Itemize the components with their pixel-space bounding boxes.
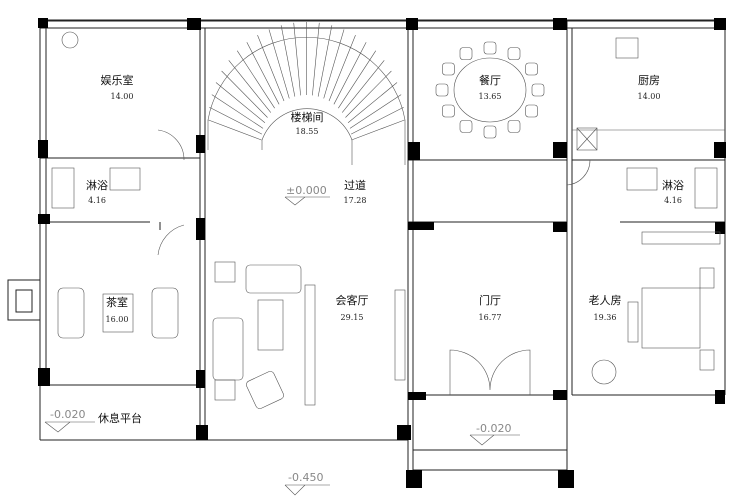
dining-chair bbox=[531, 83, 545, 97]
stair-tread bbox=[350, 106, 404, 135]
stair-tread bbox=[349, 94, 402, 129]
stair-tread bbox=[215, 82, 266, 124]
stair-tread bbox=[211, 94, 264, 129]
room-name-tea: 茶室 bbox=[106, 295, 128, 309]
room-area-tea: 16.00 bbox=[106, 315, 129, 324]
stair-tread bbox=[268, 29, 290, 99]
elevation-main: ±0.000 bbox=[286, 184, 327, 197]
room-area-foyer: 16.77 bbox=[479, 313, 502, 322]
stair-tread bbox=[338, 50, 377, 109]
stair-tread bbox=[341, 60, 385, 113]
room-area-corridor: 17.28 bbox=[344, 196, 367, 205]
columns bbox=[38, 18, 726, 488]
room-area-bath-right: 4.16 bbox=[664, 196, 682, 205]
stair-tread bbox=[246, 42, 280, 105]
stair-tread bbox=[333, 42, 367, 105]
stair-tread bbox=[317, 25, 333, 97]
room-name-terrace: 休息平台 bbox=[98, 411, 142, 425]
stair-tread bbox=[208, 119, 262, 141]
room-name-foyer: 门厅 bbox=[479, 293, 501, 307]
stair-tread bbox=[209, 106, 263, 135]
room-name-living: 会客厅 bbox=[336, 293, 369, 307]
stair-tread bbox=[221, 70, 268, 118]
room-name-elder: 老人房 bbox=[589, 294, 622, 307]
stair-tread bbox=[280, 25, 296, 97]
elevation-ground: -0.450 bbox=[288, 471, 323, 484]
room-name-bath-right: 淋浴 bbox=[662, 179, 684, 192]
dining-chair bbox=[459, 120, 473, 133]
room-area-kitchen: 14.00 bbox=[638, 92, 661, 101]
stair-tread bbox=[228, 60, 272, 113]
elevation-labels: ±0.000 -0.020 -0.020 -0.450 bbox=[50, 184, 511, 484]
dining-chair bbox=[435, 83, 449, 97]
dining-chair bbox=[483, 125, 497, 139]
stair-tread bbox=[293, 22, 301, 96]
room-name-stair: 楼梯间 bbox=[291, 110, 324, 124]
dining-table bbox=[435, 41, 545, 139]
dining-chair bbox=[459, 47, 473, 60]
room-name-dining: 餐厅 bbox=[479, 73, 501, 87]
room-name-bath-left: 淋浴 bbox=[86, 179, 108, 192]
room-area-dining: 13.65 bbox=[479, 92, 502, 101]
room-labels: 娱乐室 14.00 楼梯间 18.55 餐厅 13.65 厨房 14.00 淋浴… bbox=[86, 73, 684, 425]
room-area-stair: 18.55 bbox=[296, 127, 319, 136]
stair-tread bbox=[257, 35, 285, 102]
room-name-corridor: 过道 bbox=[344, 178, 366, 192]
room-name-entertainment: 娱乐室 bbox=[101, 73, 134, 87]
elevation-porch: -0.020 bbox=[476, 422, 511, 435]
stair-tread bbox=[345, 70, 392, 118]
room-area-bath-left: 4.16 bbox=[88, 196, 106, 205]
dining-chair bbox=[483, 41, 497, 55]
stair-tread bbox=[312, 22, 320, 96]
stair-tread bbox=[328, 35, 356, 102]
furniture bbox=[51, 31, 725, 409]
room-name-kitchen: 厨房 bbox=[638, 74, 660, 87]
dining-chair bbox=[525, 62, 538, 76]
dining-chair bbox=[507, 47, 521, 60]
room-area-entertainment: 14.00 bbox=[111, 92, 134, 101]
dining-chair bbox=[442, 62, 455, 76]
room-area-elder: 19.36 bbox=[594, 313, 617, 322]
elevation-markers bbox=[44, 196, 520, 496]
elevation-terrace: -0.020 bbox=[50, 408, 85, 421]
room-area-living: 29.15 bbox=[341, 313, 364, 322]
walls bbox=[7, 19, 726, 471]
stair-tread bbox=[351, 119, 405, 141]
dining-chair bbox=[525, 104, 538, 118]
stair-tread bbox=[323, 29, 345, 99]
stair-tread bbox=[236, 50, 275, 109]
spiral-staircase bbox=[207, 22, 406, 165]
dining-chair bbox=[442, 104, 455, 118]
stair-tread bbox=[347, 82, 398, 124]
dining-chair bbox=[507, 120, 521, 133]
